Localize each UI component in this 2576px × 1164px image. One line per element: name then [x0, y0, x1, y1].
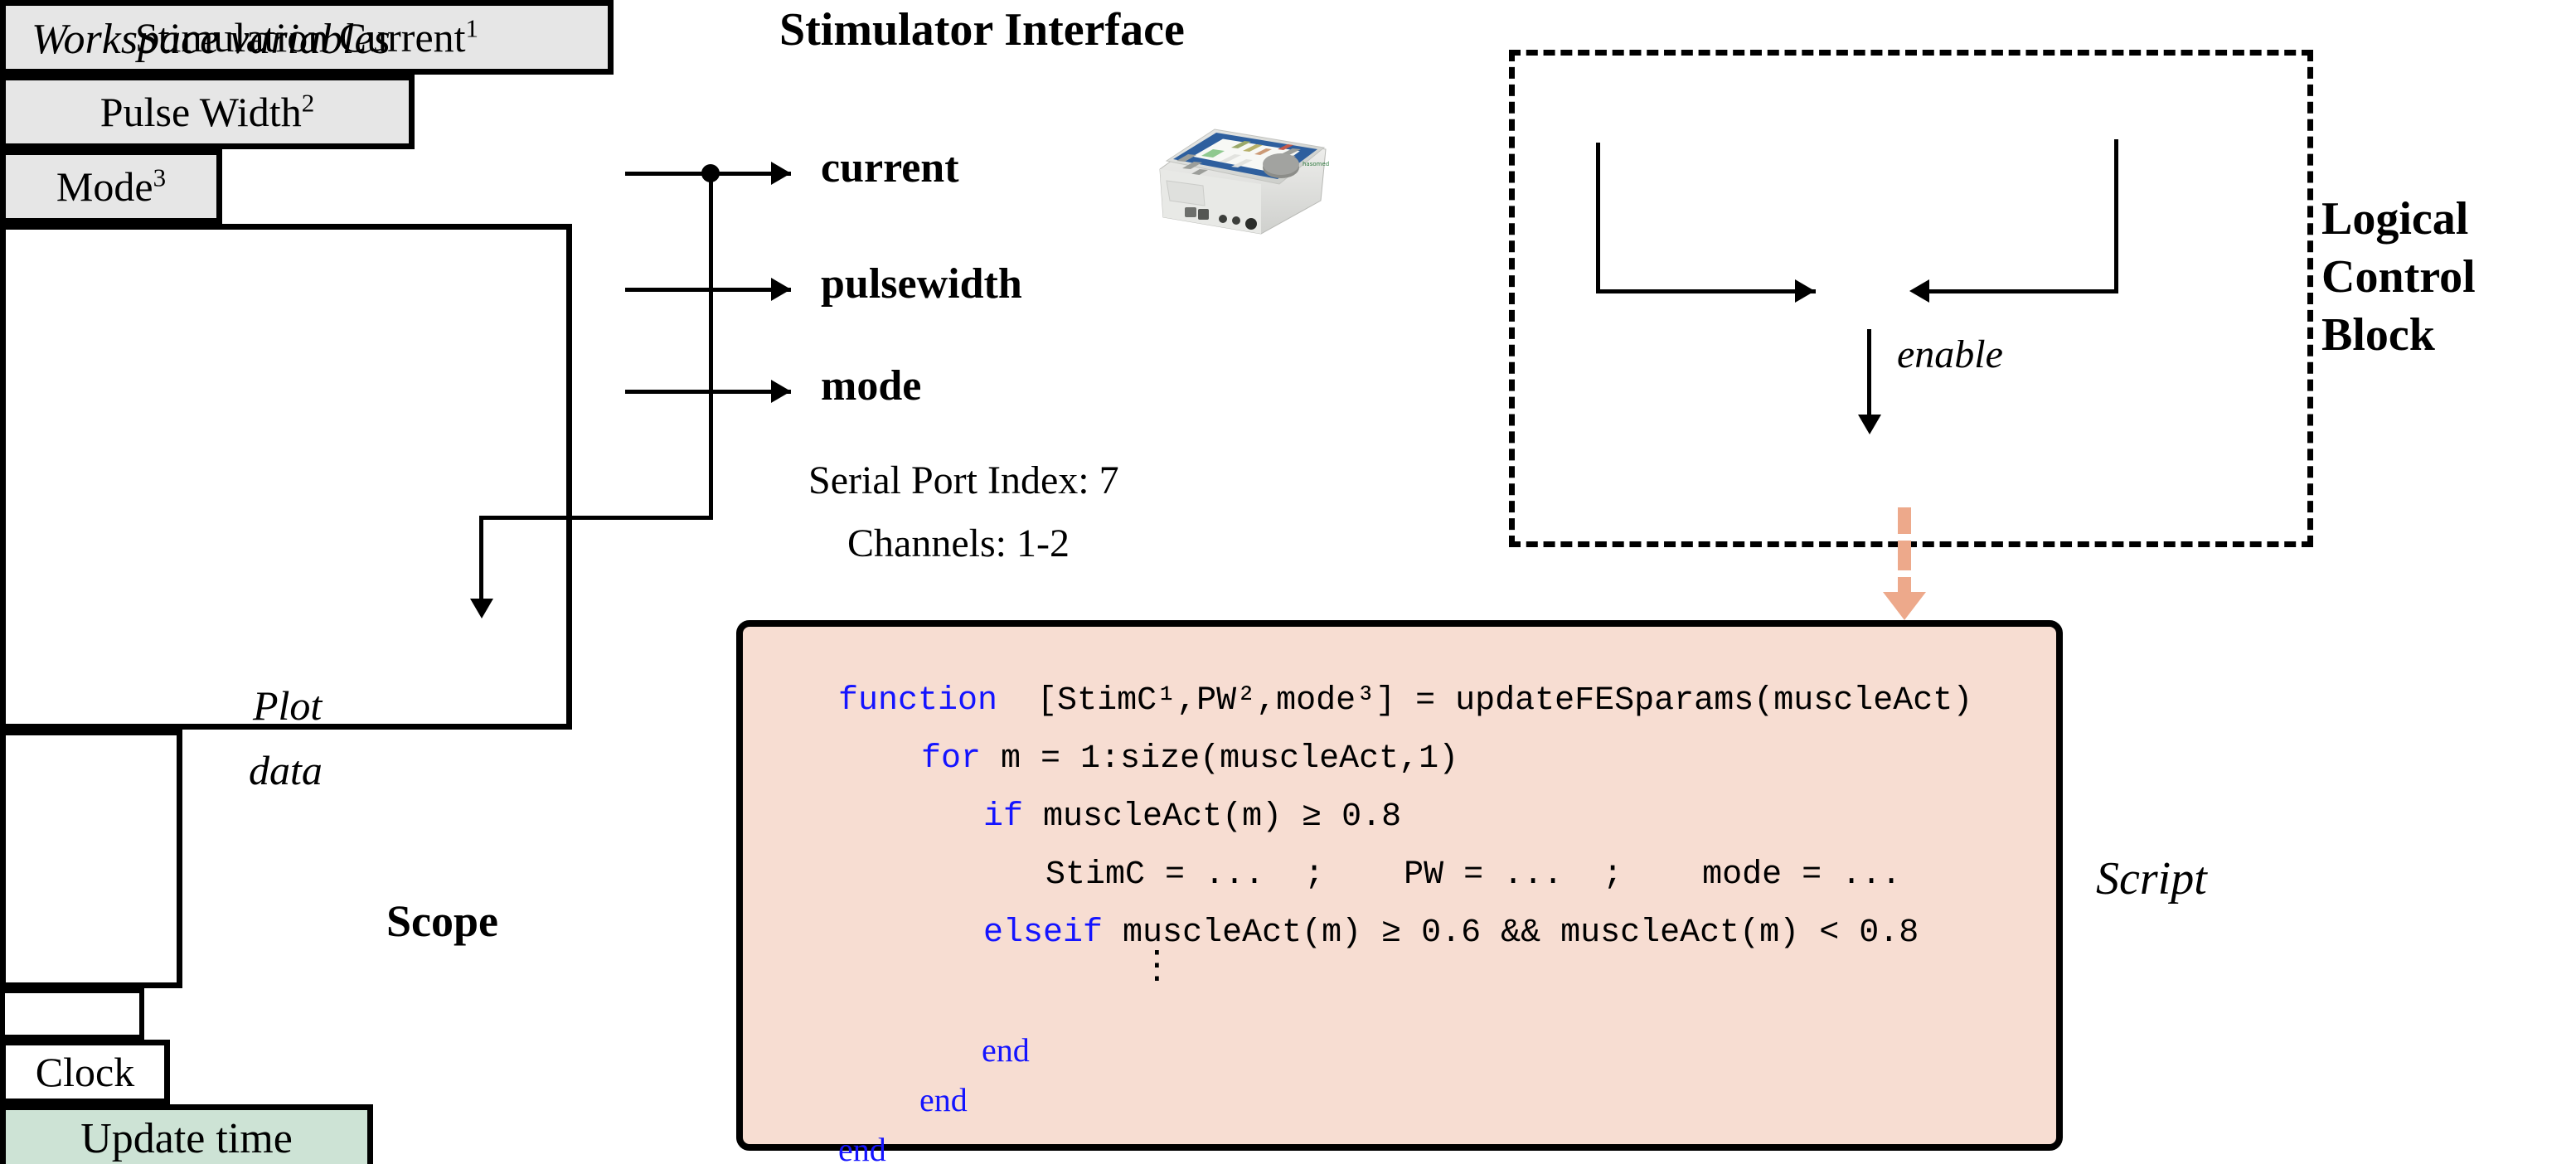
code-line-5: elseif muscleAct(m) ≥ 0.6 && muscleAct(m… — [904, 877, 1919, 989]
scope-block[interactable] — [0, 730, 182, 988]
wire-pulsewidth — [625, 288, 791, 292]
script-label: Script — [2096, 853, 2207, 905]
code-keyword: end — [838, 1131, 886, 1164]
svg-text:hasomed: hasomed — [1303, 161, 1329, 167]
arrow-enable — [1858, 415, 1881, 434]
wire-updatetime-left — [1929, 289, 2118, 293]
plot-data-label-line2: data — [249, 747, 323, 793]
wire-scope-down — [479, 516, 483, 603]
arrow-pulsewidth — [771, 278, 791, 301]
assertion-to-script-arrow — [1883, 592, 1926, 620]
workspace-block-pulse-width[interactable]: Pulse Width2 — [0, 75, 415, 149]
script-panel[interactable] — [736, 620, 2063, 1151]
logical-control-block-label-line3: Block — [2321, 309, 2435, 361]
code-line-2: for m = 1:size(muscleAct,1) — [842, 703, 1458, 815]
channels-text: Channels: 1-2 — [847, 521, 1070, 565]
update-time-block[interactable]: Update time — [0, 1104, 373, 1164]
code-line-3: if muscleAct(m) ≥ 0.8 — [904, 761, 1401, 873]
clock-label: Clock — [35, 1049, 135, 1095]
code-line-7: end — [902, 993, 1030, 1109]
arrow-updatetime-to-comparator — [1909, 279, 1929, 303]
logical-control-block-label-line1: Logical — [2321, 193, 2469, 245]
clock-block[interactable]: Clock — [0, 1040, 170, 1104]
workspace-variables-label: Workspace variables — [32, 16, 391, 63]
superscript-2: 2 — [301, 88, 315, 118]
code-keyword: for — [921, 740, 982, 778]
logical-control-block-label-line2: Control — [2321, 251, 2476, 303]
workspace-block-mode[interactable]: Mode3 — [0, 149, 222, 224]
scope-screen — [0, 988, 144, 1040]
workspace-block-stimulation-current[interactable]: Stimulation Current1 — [0, 0, 614, 75]
code-keyword: function — [838, 682, 998, 720]
scope-label: Scope — [386, 896, 498, 946]
arrow-current — [771, 162, 791, 185]
stimulator-interface-box[interactable] — [0, 224, 572, 730]
workspace-block-label: Stimulation Current1 — [134, 13, 479, 61]
code-text: muscleAct(m) ≥ 0.8 — [1023, 798, 1402, 836]
wire-clock-down — [1596, 143, 1600, 292]
serial-port-index-text: Serial Port Index: 7 — [808, 458, 1119, 502]
wire-updatetime-down — [2114, 139, 2118, 290]
wire-mode — [625, 390, 791, 394]
code-text: StimC = ... ; PW = ... ; mode = ... — [1045, 856, 1902, 894]
code-keyword: end — [919, 1081, 968, 1118]
code-line-8: end — [840, 1043, 968, 1159]
arrow-clock-to-comparator — [1795, 279, 1815, 303]
superscript-3: 3 — [153, 162, 167, 192]
port-label-pulsewidth: pulsewidth — [821, 260, 1022, 308]
update-time-label: Update time — [80, 1114, 293, 1162]
code-line-4: StimC = ... ; PW = ... ; mode = ... — [966, 819, 1901, 931]
workspace-block-label: Pulse Width2 — [99, 88, 315, 135]
assertion-to-script-dash-3 — [1898, 577, 1911, 594]
port-label-current: current — [821, 144, 959, 192]
enable-label: enable — [1897, 332, 2003, 376]
port-label-mode: mode — [821, 362, 922, 410]
wire-clock-right — [1596, 289, 1816, 293]
code-text: m = 1:size(muscleAct,1) — [981, 740, 1459, 778]
wire-scope-horizontal — [479, 516, 713, 520]
arrow-scope — [470, 599, 493, 618]
wire-scope-vertical — [709, 172, 713, 520]
code-text: ⋮ — [1138, 945, 1176, 989]
code-keyword: end — [982, 1031, 1030, 1069]
superscript-1: 1 — [465, 13, 479, 43]
workspace-block-label: Mode3 — [56, 162, 167, 210]
assertion-to-script-dash-1 — [1898, 507, 1911, 534]
logical-control-block-container — [1509, 50, 2313, 547]
code-text: [StimC¹,PW²,mode³] = updateFESparams(mus… — [997, 682, 1973, 720]
device-illustration: hasomed — [1159, 129, 1329, 235]
code-text: muscleAct(m) ≥ 0.6 && muscleAct(m) < 0.8 — [1103, 914, 1919, 952]
code-keyword: elseif — [983, 914, 1104, 952]
plot-data-label-line1: Plot — [253, 682, 323, 729]
assertion-to-script-dash-2 — [1898, 541, 1911, 570]
code-line-1: function [StimC¹,PW²,mode³] = updateFESp… — [759, 645, 1972, 757]
wire-enable — [1867, 329, 1871, 420]
fes-stimulator-device-image: hasomed — [1155, 101, 1336, 240]
code-keyword: if — [983, 798, 1024, 836]
code-line-9: end — [759, 1093, 886, 1164]
code-line-6-vdots: ⋮ — [1046, 922, 1176, 1013]
arrow-mode — [771, 380, 791, 403]
stimulator-interface-title: Stimulator Interface — [779, 4, 1185, 56]
